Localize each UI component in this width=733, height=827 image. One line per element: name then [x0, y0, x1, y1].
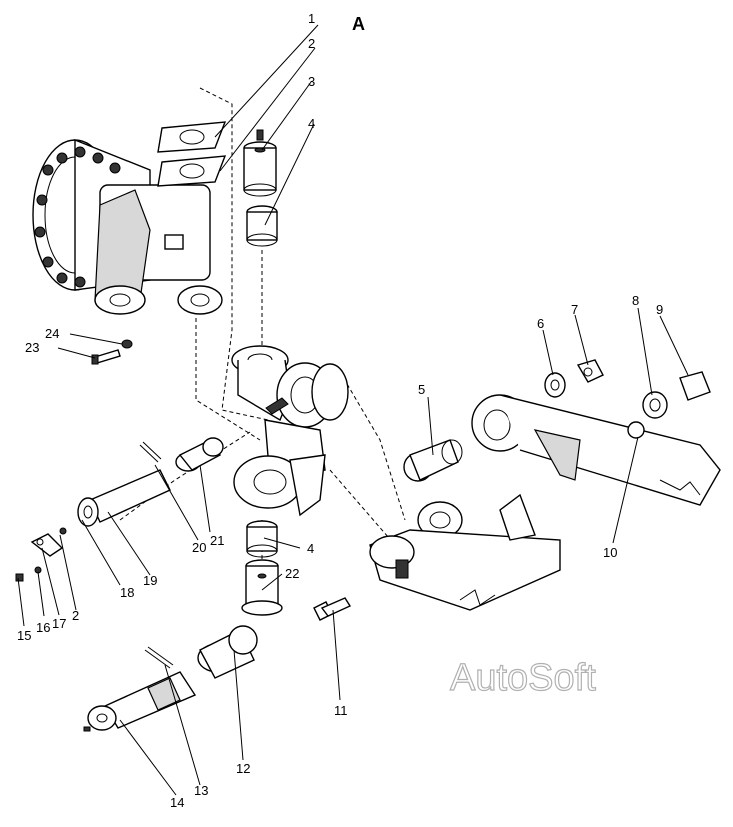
knuckle-bracket	[231, 345, 349, 517]
upper-king-pin	[243, 129, 277, 197]
callout-numbers: 1 2 3 4 4 5 6 7 8 9 10 11 12 13 14 15 16…	[17, 11, 663, 810]
callout-21: 21	[210, 533, 224, 548]
callout-12: 12	[236, 761, 250, 776]
callout-9: 9	[656, 302, 663, 317]
bolt-11	[313, 597, 352, 621]
small-fasteners	[15, 527, 67, 582]
callout-1: 1	[308, 11, 315, 26]
pivot-pin-left	[77, 441, 171, 527]
watermark: AutoSoft	[450, 657, 596, 699]
callout-11: 11	[334, 703, 348, 718]
lower-bushing-12	[197, 625, 258, 679]
bolt-and-washer	[91, 339, 133, 365]
callout-10: 10	[603, 545, 617, 560]
lower-king-pin	[241, 559, 283, 616]
lower-pivot-pin	[83, 646, 197, 732]
callout-5: 5	[418, 382, 425, 397]
callout-3: 3	[308, 74, 315, 89]
hub-bolts	[34, 146, 121, 288]
hub-motor-assembly	[32, 138, 223, 315]
callout-13: 13	[194, 783, 208, 798]
callout-14: 14	[170, 795, 184, 810]
callout-24: 24	[45, 326, 59, 341]
bushing-5	[403, 439, 463, 482]
callout-15: 15	[17, 628, 31, 643]
pivot-bushing-21	[175, 437, 224, 472]
callout-20: 20	[192, 540, 206, 555]
callout-2-lower: 2	[72, 608, 79, 623]
upper-control-arm	[471, 394, 721, 506]
callout-2: 2	[308, 36, 315, 51]
shims	[157, 121, 227, 187]
callout-8: 8	[632, 293, 639, 308]
assembly-dashed-lines	[119, 87, 406, 560]
callout-6: 6	[537, 316, 544, 331]
callout-22: 22	[285, 566, 299, 581]
lower-control-arm	[369, 493, 561, 611]
callout-16: 16	[36, 620, 50, 635]
callout-4-upper: 4	[308, 116, 315, 131]
callout-18: 18	[120, 585, 134, 600]
callout-23: 23	[25, 340, 39, 355]
callout-7: 7	[571, 302, 578, 317]
lower-bushing	[246, 520, 278, 558]
callout-19: 19	[143, 573, 157, 588]
leader-lines	[17, 24, 689, 796]
callout-17: 17	[52, 616, 66, 631]
view-label: A	[352, 14, 365, 34]
upper-bushing	[246, 205, 278, 247]
washers-and-nuts	[544, 359, 711, 439]
callout-4-lower: 4	[307, 541, 314, 556]
